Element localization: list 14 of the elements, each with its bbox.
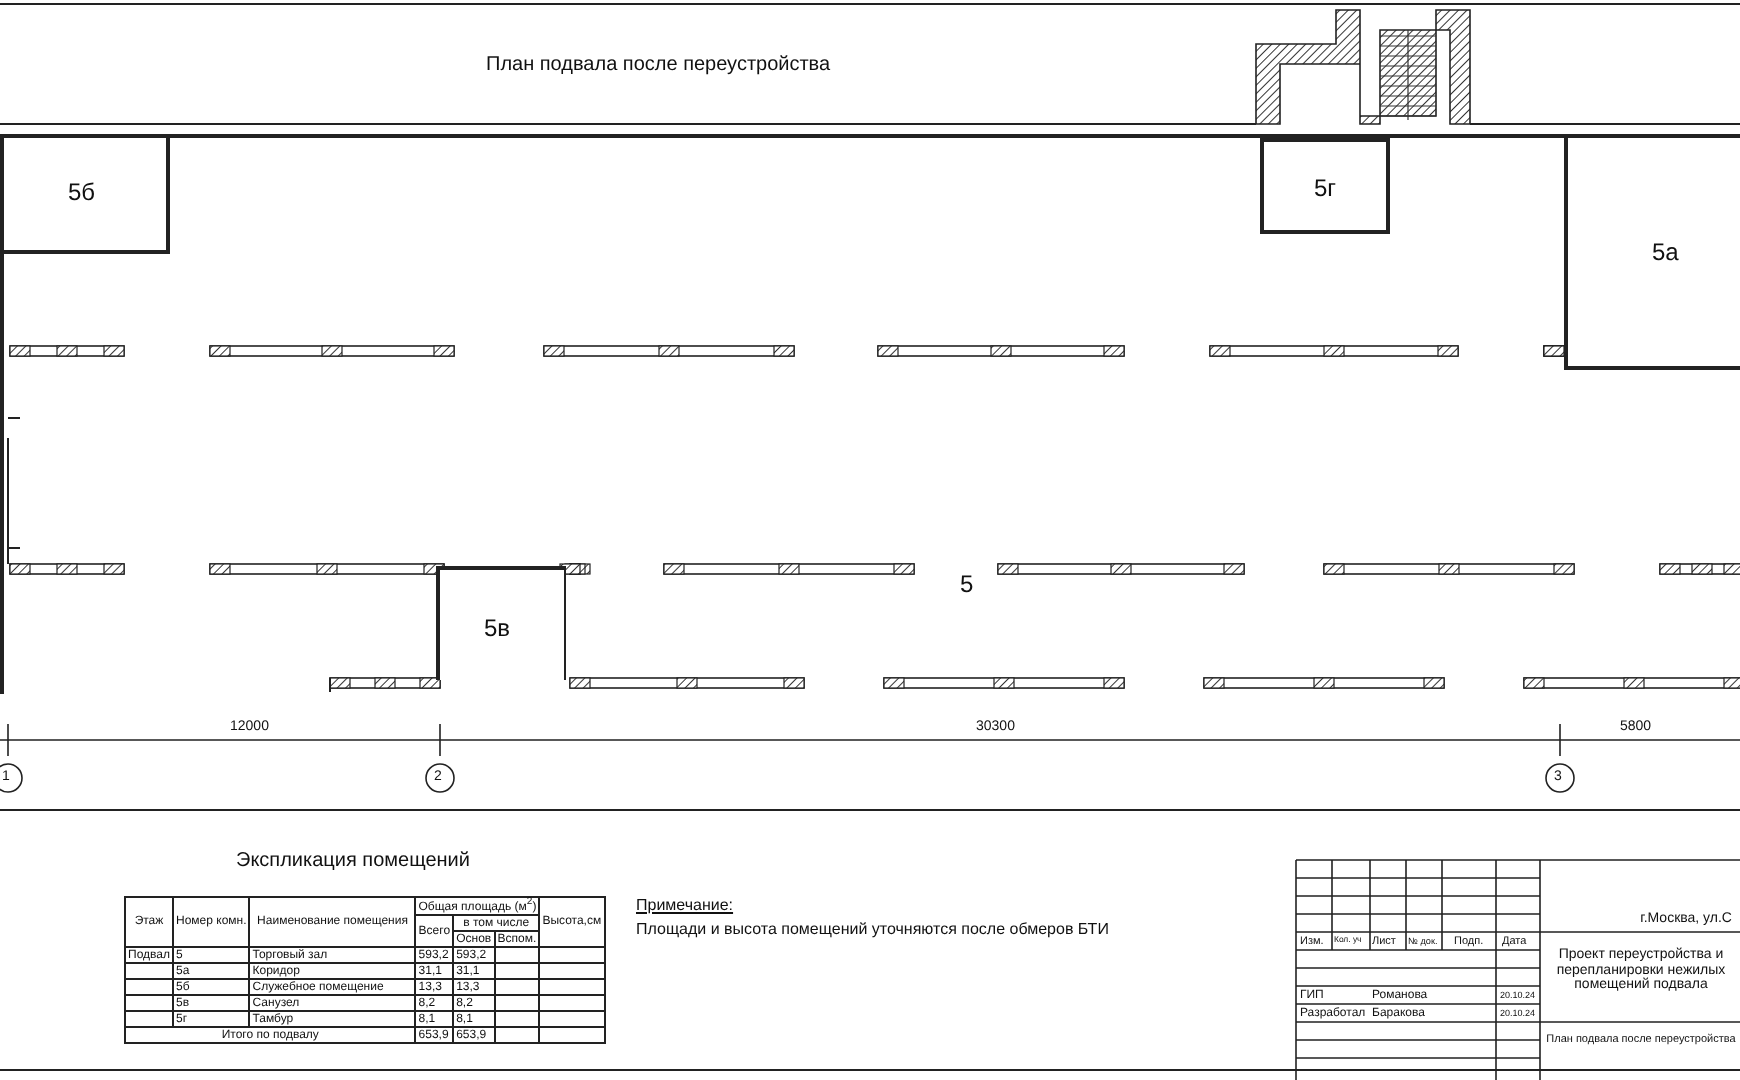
room-outline — [4, 138, 170, 254]
room-number: 5а — [1652, 238, 1679, 266]
room-number: 5 — [960, 570, 974, 598]
room-number: 5в — [484, 614, 511, 642]
drawing-title: План подвала после переустройства — [486, 54, 831, 76]
table-title: Экспликация помещений — [236, 850, 470, 872]
note-heading: Примечание: — [636, 898, 734, 916]
room-number: 5б — [68, 178, 96, 206]
room-outline — [1260, 138, 1390, 234]
room-outline — [1564, 138, 1740, 370]
main-hall-area — [0, 134, 1740, 694]
room-outline — [436, 566, 566, 680]
room-number: 5г — [1314, 174, 1337, 202]
note-text: Площади и высота помещений уточняются после обмеров БТИ — [636, 922, 1109, 940]
